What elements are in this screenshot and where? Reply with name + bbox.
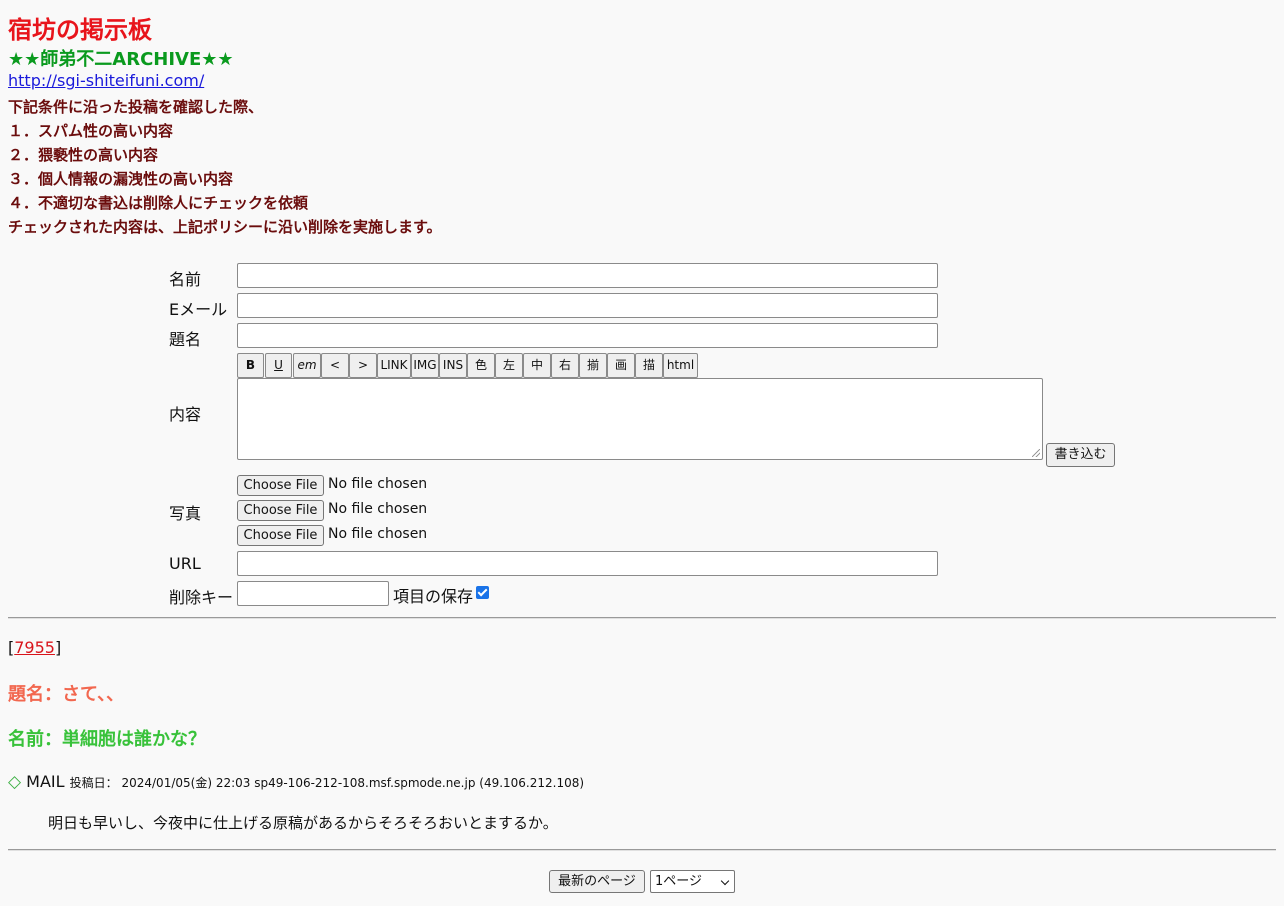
submit-button[interactable]: 書き込む (1046, 443, 1115, 467)
post-number-link[interactable]: 7955 (14, 638, 55, 657)
url-label: URL (169, 554, 201, 573)
board-subtitle: ★★師弟不二ARCHIVE★★ (8, 49, 234, 70)
align-center-button[interactable]: 中 (523, 353, 551, 378)
lt-button[interactable]: < (321, 353, 349, 378)
diamond-icon: ◇ (8, 772, 22, 792)
notice-line: ３．個人情報の漏洩性の高い内容 (8, 170, 234, 188)
file-status: No file chosen (328, 501, 428, 517)
chevron-down-icon (720, 876, 730, 886)
justify-button[interactable]: 揃 (579, 353, 607, 378)
content-label: 内容 (169, 405, 202, 424)
post-date: 投稿日： 2024/01/05(金) 22:03 sp49-106-212-10… (69, 776, 585, 790)
divider (8, 849, 1276, 851)
latest-page-button[interactable]: 最新のページ (549, 870, 645, 893)
mail-link[interactable]: MAIL (26, 772, 65, 791)
file-status: No file chosen (328, 476, 428, 492)
file-choose-button[interactable]: Choose File (237, 500, 324, 521)
draw-button[interactable]: 描 (635, 353, 663, 378)
bold-button[interactable]: B (237, 353, 264, 378)
underline-button[interactable]: U (265, 353, 292, 378)
url-input[interactable] (237, 551, 938, 576)
content-textarea[interactable] (237, 378, 1043, 460)
post-author: 名前：単細胞は誰かな？ (8, 729, 206, 750)
divider (8, 617, 1276, 619)
page-select[interactable]: 1ページ (650, 870, 735, 893)
photo-label: 写真 (169, 504, 202, 523)
image-button[interactable]: 画 (607, 353, 635, 378)
notice-line: １．スパム性の高い内容 (8, 122, 174, 140)
email-input[interactable] (237, 293, 938, 318)
resize-grip-icon[interactable] (1032, 449, 1040, 457)
notice-line: ４．不適切な書込は削除人にチェックを依頼 (8, 194, 309, 212)
link-button[interactable]: LINK (377, 353, 411, 378)
subject-input[interactable] (237, 323, 938, 348)
save-fields-checkbox[interactable] (476, 586, 489, 599)
page-select-value: 1ページ (655, 874, 703, 889)
color-button[interactable]: 色 (467, 353, 495, 378)
post-meta: ◇ MAIL 投稿日： 2024/01/05(金) 22:03 sp49-106… (8, 772, 584, 792)
notice-line: チェックされた内容は、上記ポリシーに沿い削除を実施します。 (8, 218, 442, 236)
site-link[interactable]: http://sgi-shiteifuni.com/ (8, 71, 205, 90)
subject-label: 題名 (169, 330, 202, 349)
save-fields-label: 項目の保存 (393, 587, 474, 606)
notice-line: ２．猥褻性の高い内容 (8, 146, 159, 164)
post-body: 明日も早いし、今夜中に仕上げる原稿があるからそろそろおいとまするか。 (48, 814, 558, 832)
notice-line: 下記条件に沿った投稿を確認した際、 (8, 98, 264, 116)
delete-key-input[interactable] (237, 581, 389, 606)
gt-button[interactable]: > (349, 353, 377, 378)
board-title: 宿坊の掲示板 (8, 16, 152, 44)
img-button[interactable]: IMG (411, 353, 439, 378)
delete-key-label: 削除キー (169, 588, 234, 607)
emphasis-button[interactable]: em (293, 353, 321, 378)
name-label: 名前 (169, 270, 202, 289)
ins-button[interactable]: INS (439, 353, 467, 378)
align-left-button[interactable]: 左 (495, 353, 523, 378)
align-right-button[interactable]: 右 (551, 353, 579, 378)
name-input[interactable] (237, 263, 938, 288)
file-choose-button[interactable]: Choose File (237, 475, 324, 496)
post-number: [7955] (8, 638, 62, 657)
html-button[interactable]: html (663, 353, 698, 378)
email-label: Eメール (169, 300, 228, 319)
file-status: No file chosen (328, 526, 428, 542)
post-subject: 題名：さて、、 (8, 684, 125, 705)
file-choose-button[interactable]: Choose File (237, 525, 324, 546)
